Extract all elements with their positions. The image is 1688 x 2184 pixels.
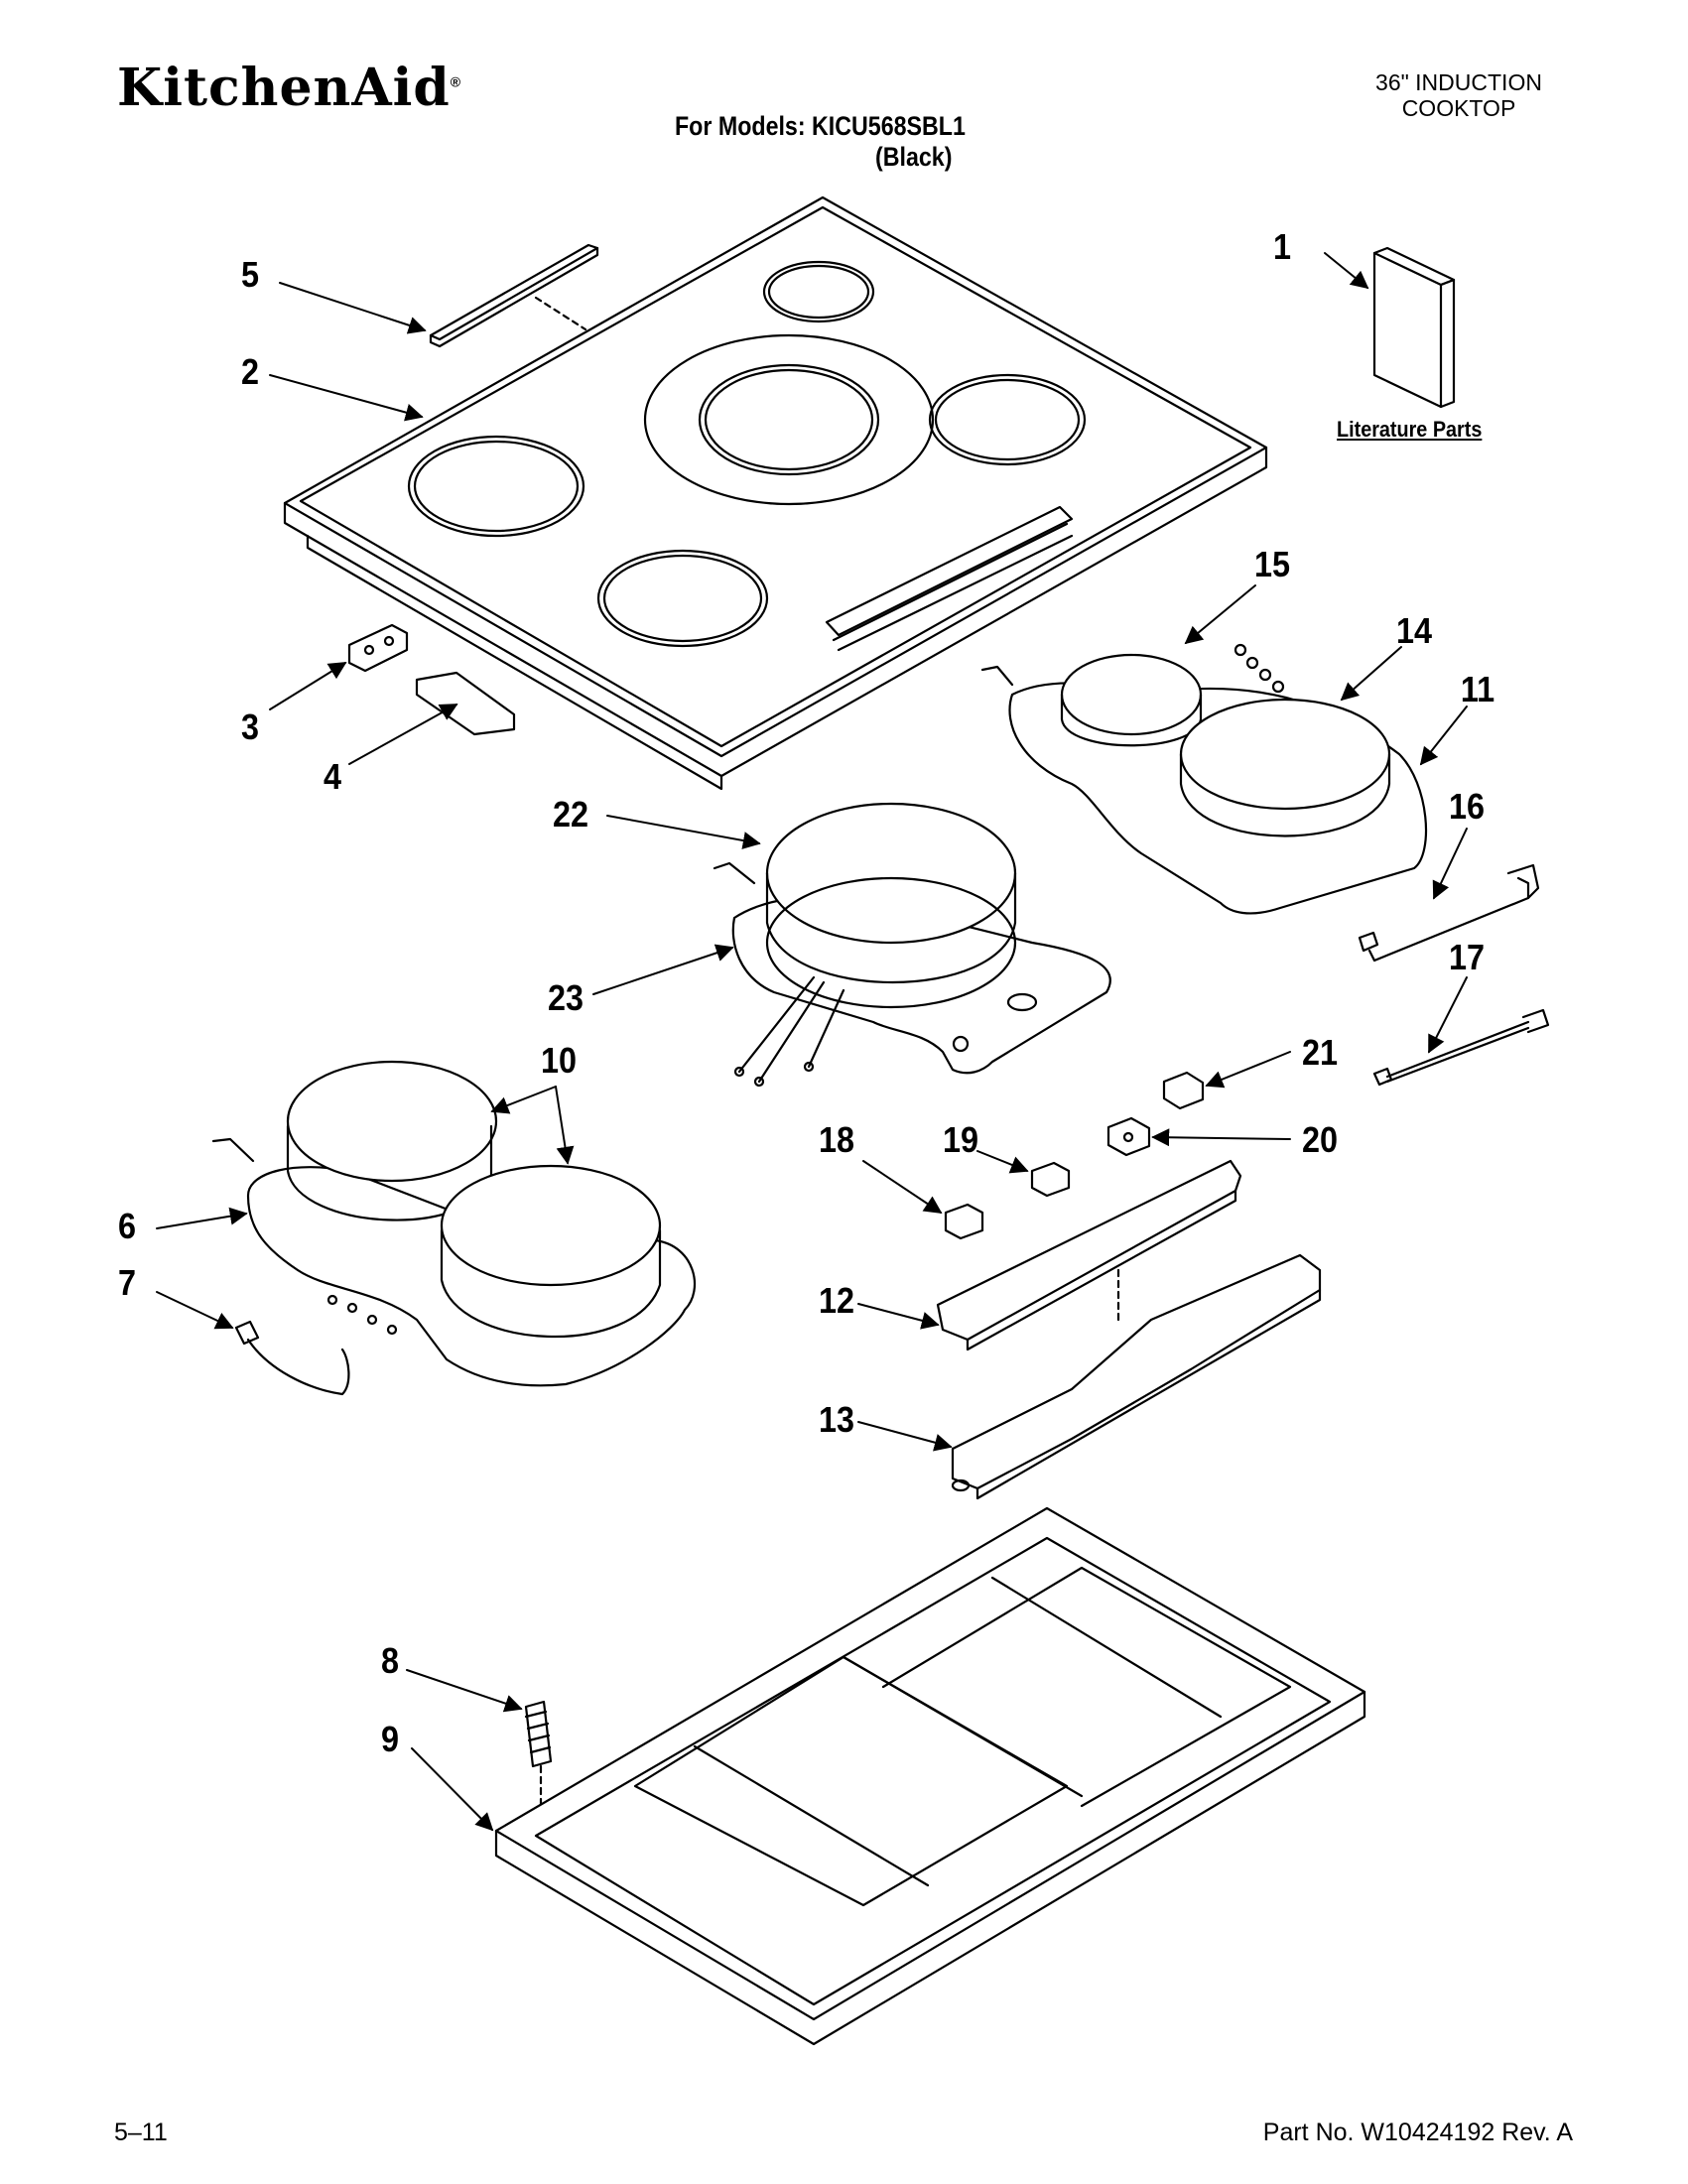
board-housing bbox=[951, 1253, 1322, 1500]
page-number: 5–11 bbox=[114, 2119, 168, 2146]
spring bbox=[524, 1700, 553, 1818]
leader-14 bbox=[1340, 646, 1402, 702]
callout-21: 21 bbox=[1302, 1032, 1339, 1073]
leader-23 bbox=[592, 944, 734, 995]
glass-cooktop bbox=[283, 195, 1268, 791]
callout-7: 7 bbox=[118, 1262, 137, 1303]
callout-11: 11 bbox=[1460, 669, 1495, 709]
leader-12 bbox=[857, 1303, 940, 1330]
callout-2: 2 bbox=[241, 351, 260, 392]
callout-3: 3 bbox=[241, 707, 260, 747]
leader-3 bbox=[269, 662, 347, 710]
callout-22: 22 bbox=[553, 794, 589, 835]
bracket bbox=[347, 623, 409, 673]
right-element-assembly bbox=[980, 643, 1428, 915]
leader-10a bbox=[490, 1086, 557, 1114]
leader-lines bbox=[156, 252, 1468, 1832]
leader-15 bbox=[1184, 584, 1256, 645]
literature-parts-label: Literature Parts bbox=[1337, 417, 1483, 442]
leader-16 bbox=[1432, 828, 1468, 900]
leader-20 bbox=[1151, 1128, 1291, 1147]
left-element-assembly bbox=[211, 1060, 697, 1387]
leader-1 bbox=[1324, 252, 1369, 290]
callout-6: 6 bbox=[118, 1206, 137, 1246]
leader-11 bbox=[1419, 706, 1468, 766]
leader-10b bbox=[555, 1086, 575, 1165]
leader-4 bbox=[348, 704, 458, 765]
callout-13: 13 bbox=[819, 1399, 855, 1440]
key-cap-21 bbox=[1162, 1071, 1205, 1110]
brand-name: KitchenAid bbox=[117, 58, 451, 118]
callout-23: 23 bbox=[548, 977, 584, 1018]
callout-5: 5 bbox=[241, 254, 260, 295]
leader-5 bbox=[279, 282, 427, 334]
leader-9 bbox=[411, 1747, 494, 1832]
literature-book bbox=[1372, 246, 1456, 409]
wire-harness-7 bbox=[234, 1320, 350, 1396]
leader-2 bbox=[269, 374, 424, 422]
callout-8: 8 bbox=[381, 1640, 400, 1681]
leader-18 bbox=[862, 1160, 943, 1214]
center-element-assembly bbox=[713, 802, 1111, 1088]
leader-19 bbox=[976, 1150, 1029, 1174]
callout-12: 12 bbox=[819, 1280, 855, 1321]
callout-18: 18 bbox=[819, 1119, 855, 1160]
wire-harness-17 bbox=[1372, 1008, 1550, 1087]
callout-10: 10 bbox=[541, 1040, 578, 1081]
callout-16: 16 bbox=[1449, 786, 1486, 827]
key-cap-18 bbox=[944, 1203, 984, 1240]
callout-19: 19 bbox=[943, 1119, 979, 1160]
leader-13 bbox=[857, 1421, 953, 1452]
model-variant: (Black) bbox=[875, 142, 953, 172]
shield-strip bbox=[415, 671, 516, 736]
product-line-2: COOKTOP bbox=[1401, 95, 1516, 121]
product-line-1: 36" INDUCTION bbox=[1375, 69, 1542, 95]
callout-17: 17 bbox=[1449, 937, 1486, 977]
callout-1: 1 bbox=[1273, 226, 1292, 267]
callout-4: 4 bbox=[324, 756, 342, 797]
key-cap-19 bbox=[1030, 1161, 1071, 1198]
models-label: For Models: KICU568SBL1 bbox=[675, 111, 966, 141]
key-cap-20 bbox=[1106, 1116, 1151, 1157]
leader-6 bbox=[156, 1207, 248, 1229]
product-title: 36" INDUCTION COOKTOP bbox=[1335, 69, 1583, 121]
wire-harness-16 bbox=[1358, 863, 1540, 963]
chassis-frame bbox=[494, 1506, 1366, 2046]
callout-9: 9 bbox=[381, 1719, 400, 1759]
leader-21 bbox=[1205, 1051, 1291, 1089]
callout-14: 14 bbox=[1396, 610, 1433, 651]
leader-17 bbox=[1428, 976, 1468, 1054]
part-number: Part No. W10424192 Rev. A bbox=[1262, 2119, 1573, 2146]
control-board bbox=[936, 1159, 1242, 1351]
brand-mark: ® bbox=[450, 73, 462, 90]
leader-8 bbox=[406, 1669, 523, 1713]
callout-15: 15 bbox=[1254, 544, 1291, 584]
brand-logo: KitchenAid® bbox=[117, 58, 461, 118]
leader-7 bbox=[156, 1291, 234, 1330]
trim-strip bbox=[429, 243, 599, 348]
leader-22 bbox=[606, 815, 761, 849]
callout-20: 20 bbox=[1302, 1119, 1339, 1160]
